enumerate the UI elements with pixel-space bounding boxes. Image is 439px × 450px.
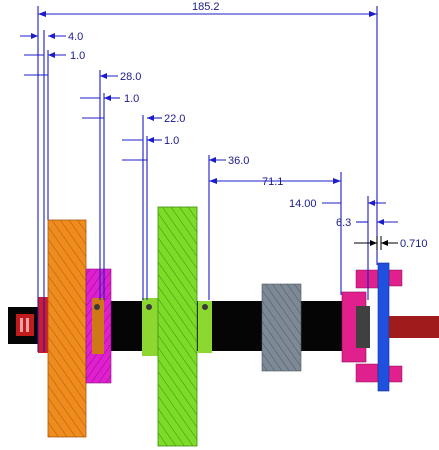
dim-overall-label: 185.2 (192, 1, 220, 13)
input-shaft-spline (16, 314, 34, 336)
spacer-1 (92, 298, 104, 354)
flange-blue (377, 262, 390, 392)
synchronizer-gray (261, 283, 302, 372)
gear-large-orange (47, 219, 87, 438)
dim-1a-label: 1.0 (70, 50, 85, 62)
flange-bolt-top (355, 269, 379, 289)
flange-bolt-top-right (387, 269, 403, 287)
dim-0710-label: 0.710 (400, 238, 428, 250)
gear-green (157, 206, 198, 447)
dim-4-label: 4.0 (68, 31, 83, 43)
dimension-labels: 185.2 4.0 1.0 28.0 1.0 22.0 1.0 36.0 71.… (68, 1, 428, 250)
output-shaft (389, 316, 439, 338)
dim-22-label: 22.0 (164, 113, 185, 125)
dimension-lines (20, 6, 398, 352)
parts (8, 206, 439, 447)
dim-14-label: 14.00 (289, 198, 317, 210)
dim-1b-label: 1.0 (124, 93, 139, 105)
dim-71-label: 71.1 (262, 176, 283, 188)
dim-1c-label: 1.0 (164, 135, 179, 147)
flange-bolt-bottom-right (387, 365, 403, 383)
dim-28-label: 28.0 (120, 71, 141, 83)
dim-6-label: 6.3 (336, 217, 351, 229)
dim-36-label: 36.0 (228, 155, 249, 167)
flange-bolt-bottom (355, 363, 379, 383)
spacer-3 (198, 301, 212, 353)
spacer-2 (142, 298, 158, 356)
